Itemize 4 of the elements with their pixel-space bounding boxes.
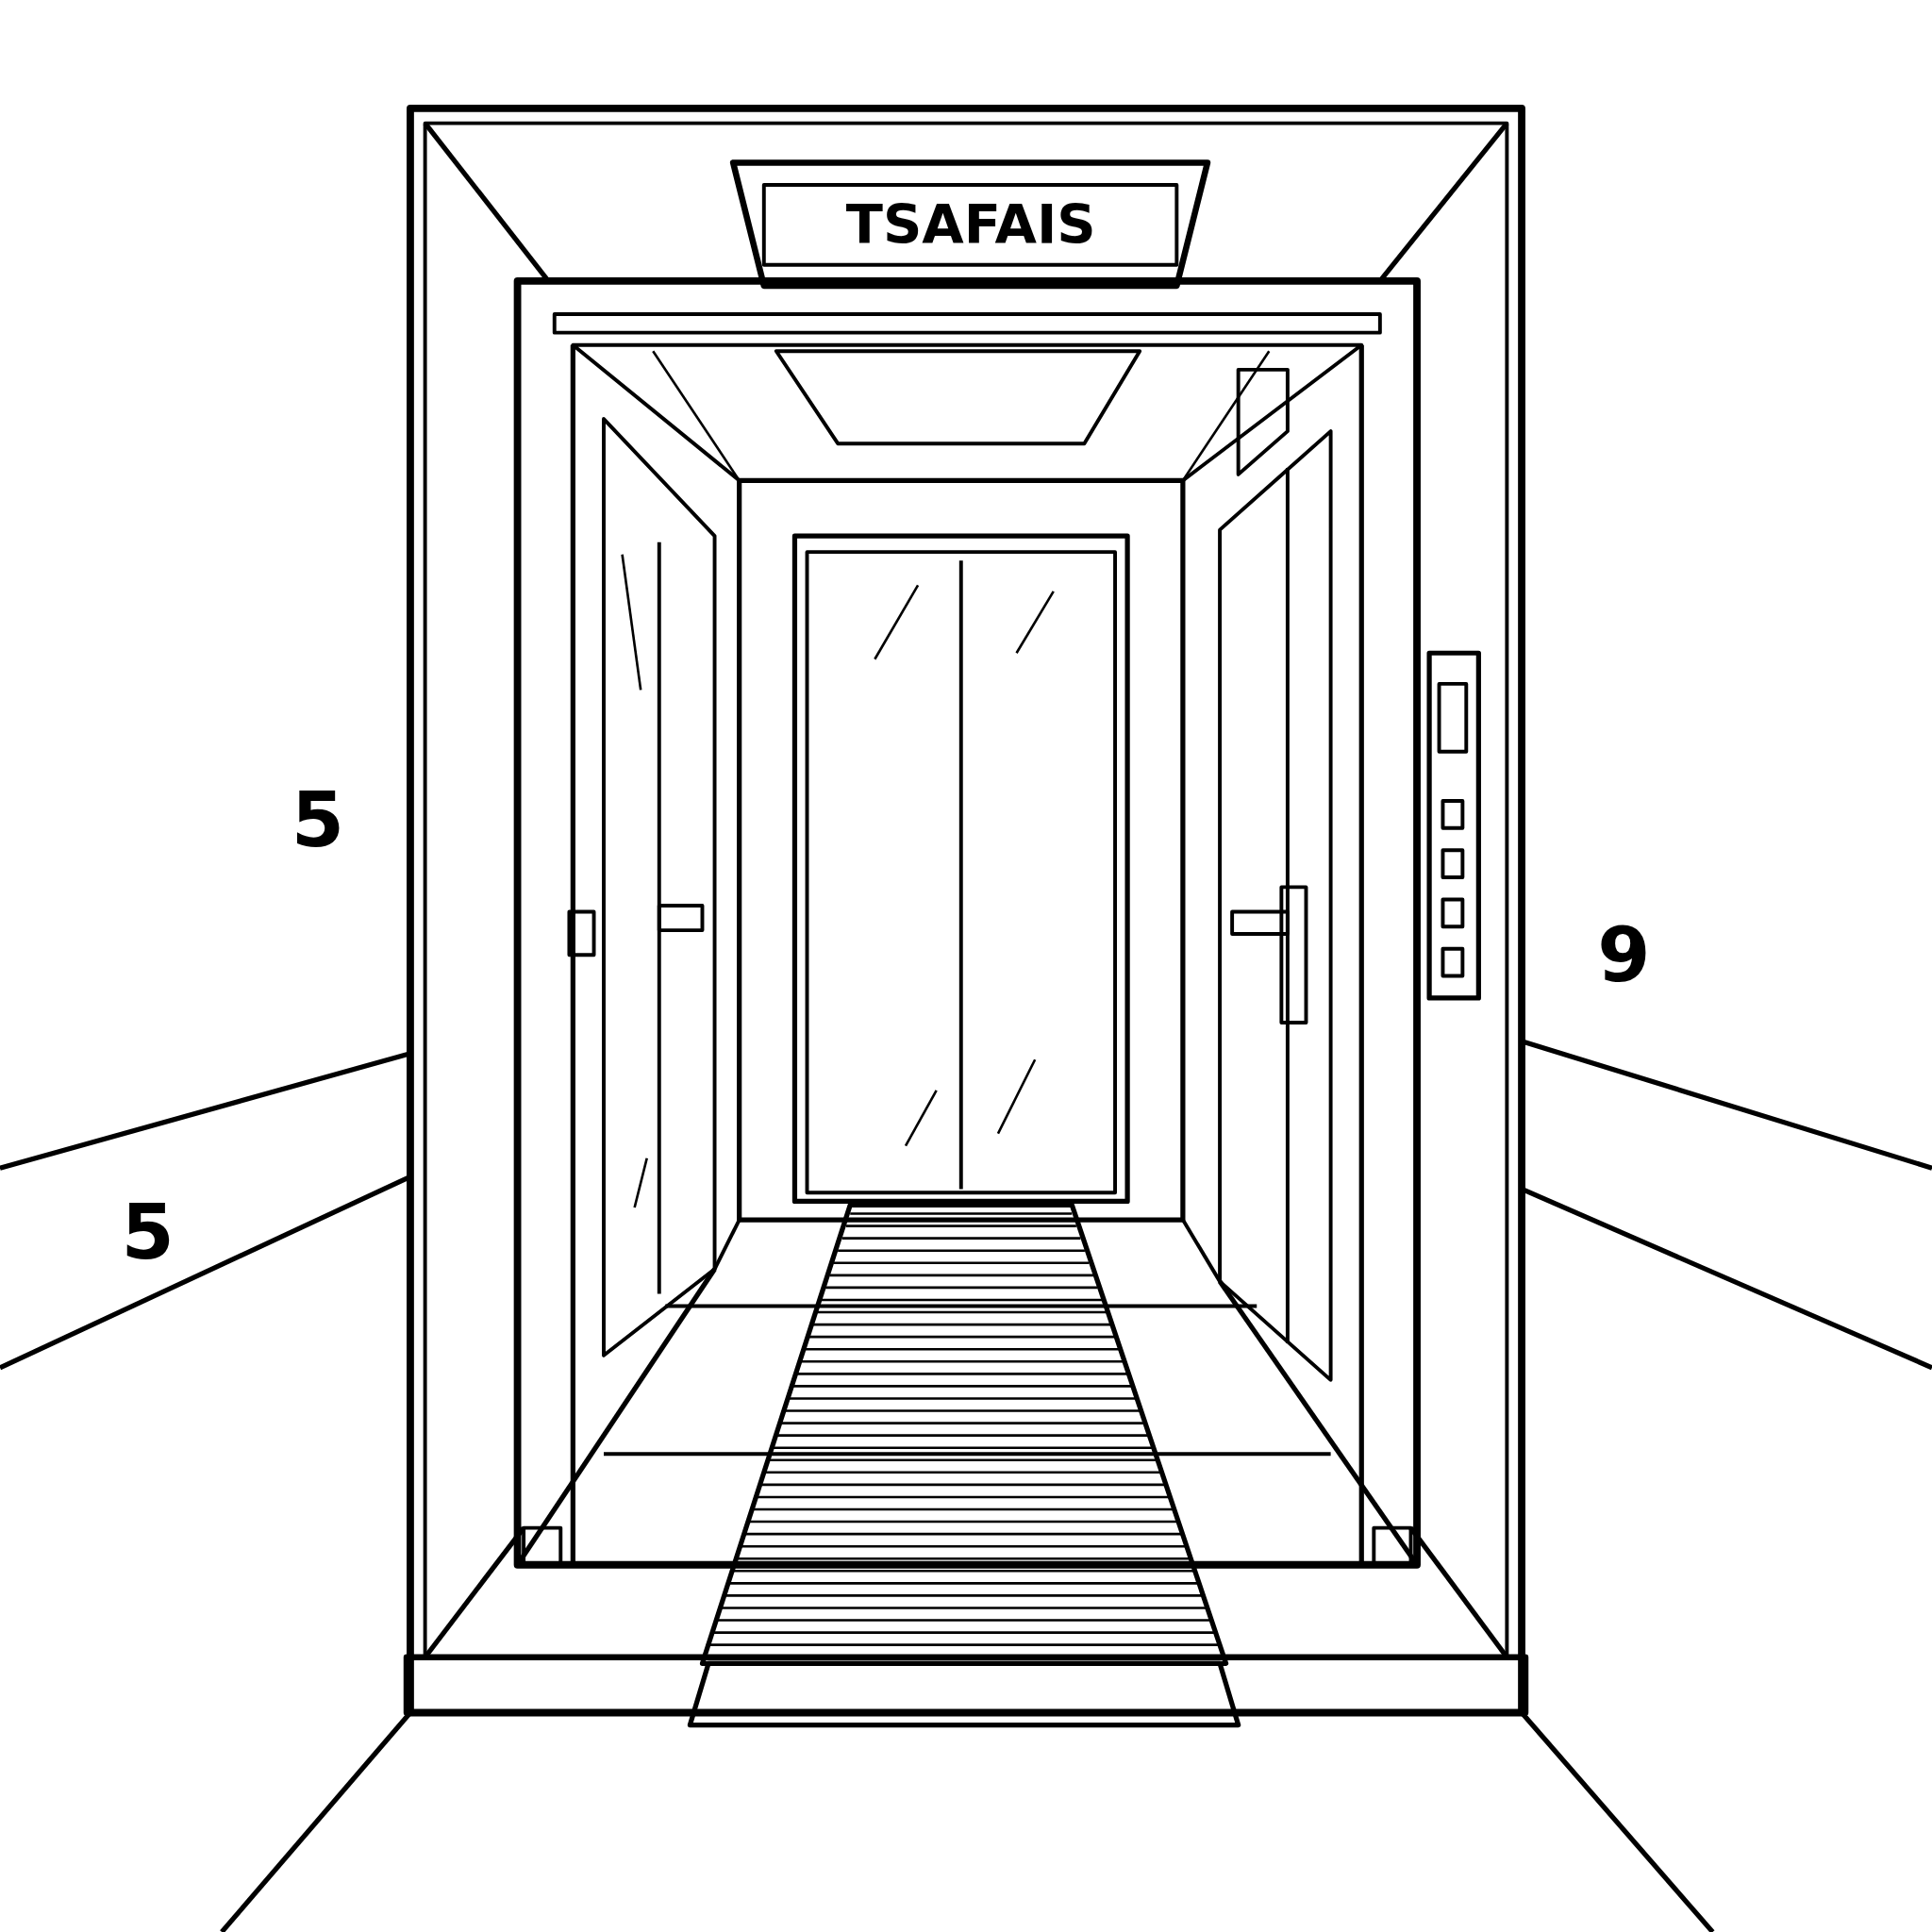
floor-number: 9 (1597, 916, 1651, 993)
floor-number: 5 (291, 781, 345, 858)
floor-number: 5 (121, 1193, 175, 1271)
sign-text: TSAFAIS (845, 198, 1096, 253)
